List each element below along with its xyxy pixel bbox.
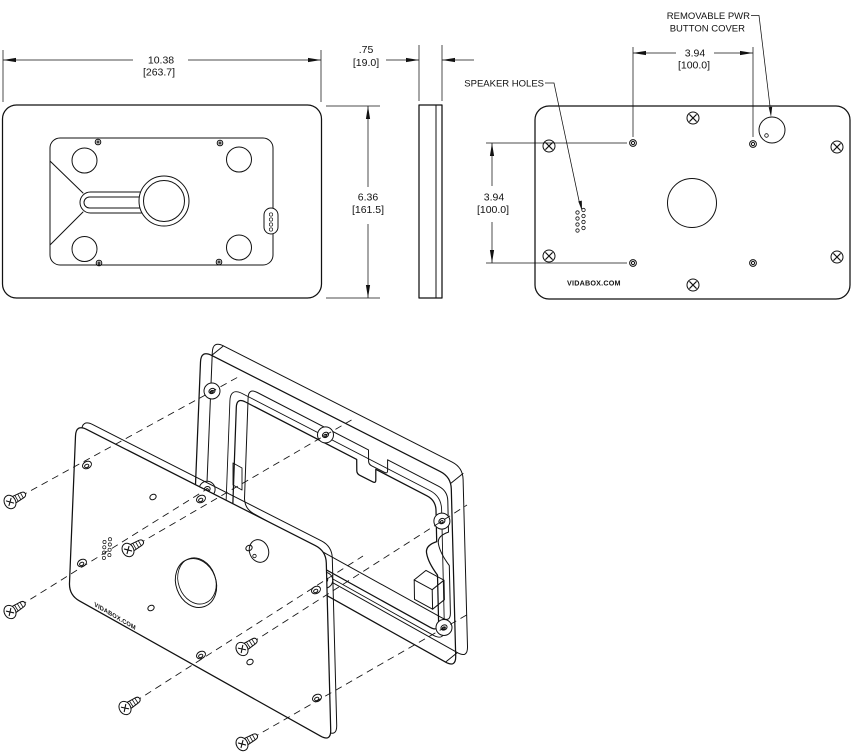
speaker-holes [575,207,586,233]
front-view [1,104,323,299]
back-plate-part: VIDABOX.COM [68,427,332,739]
dim-height-in: 6.36 [358,192,379,204]
dim-vesa-horizontal: 3.94 [100.0] [632,47,754,137]
plate-cable-hole [174,557,218,608]
dim-depth-in: .75 [359,44,374,56]
dim-width-mm: [263.7] [143,67,175,79]
dim-depth: .75 [19.0] [353,44,474,101]
dim-vesa-h-mm: [100.0] [678,60,710,72]
plate-speaker-holes [101,537,112,560]
pwr-button-cover [758,116,786,144]
speaker-leader-line [545,82,580,204]
pwr-leader-line [751,15,771,109]
dim-vesa-vertical: 3.94 [100.0] [477,142,627,264]
dim-width: 10.38 [263.7] [2,50,322,102]
callout-pwr-line2: BUTTON COVER [670,24,745,35]
finger-hole [226,234,252,261]
frame-tab [413,569,445,610]
callout-speaker-holes: SPEAKER HOLES [464,79,582,211]
dim-vesa-h-in: 3.94 [685,48,706,60]
plate-pwr-cover [248,539,270,563]
assembly-axis-lines [9,375,471,745]
dim-vesa-v-mm: [100.0] [477,204,509,216]
dim-width-in: 10.38 [148,55,174,67]
side-port [263,207,279,235]
brand-text-back: VIDABOX.COM [567,279,621,288]
dim-height-mm: [161.5] [352,204,384,216]
dim-height: 6.36 [161.5] [326,105,384,299]
finger-hole [226,146,252,173]
finger-hole [71,147,98,174]
finger-hole [71,236,98,262]
side-view [418,104,443,299]
vesa-screw-holes [94,138,224,267]
cable-hole [667,178,717,228]
callout-pwr-line1: REMOVABLE PWR [667,11,750,22]
exploded-view: VIDABOX.COM [0,343,471,754]
callout-pwr-cover: REMOVABLE PWR BUTTON COVER [667,11,773,117]
dim-depth-mm: [19.0] [353,57,379,69]
callout-speaker-label: SPEAKER HOLES [464,79,544,90]
dim-vesa-v-in: 3.94 [484,192,505,204]
keyhole-slot [49,160,190,246]
back-view: VIDABOX.COM [534,105,851,300]
